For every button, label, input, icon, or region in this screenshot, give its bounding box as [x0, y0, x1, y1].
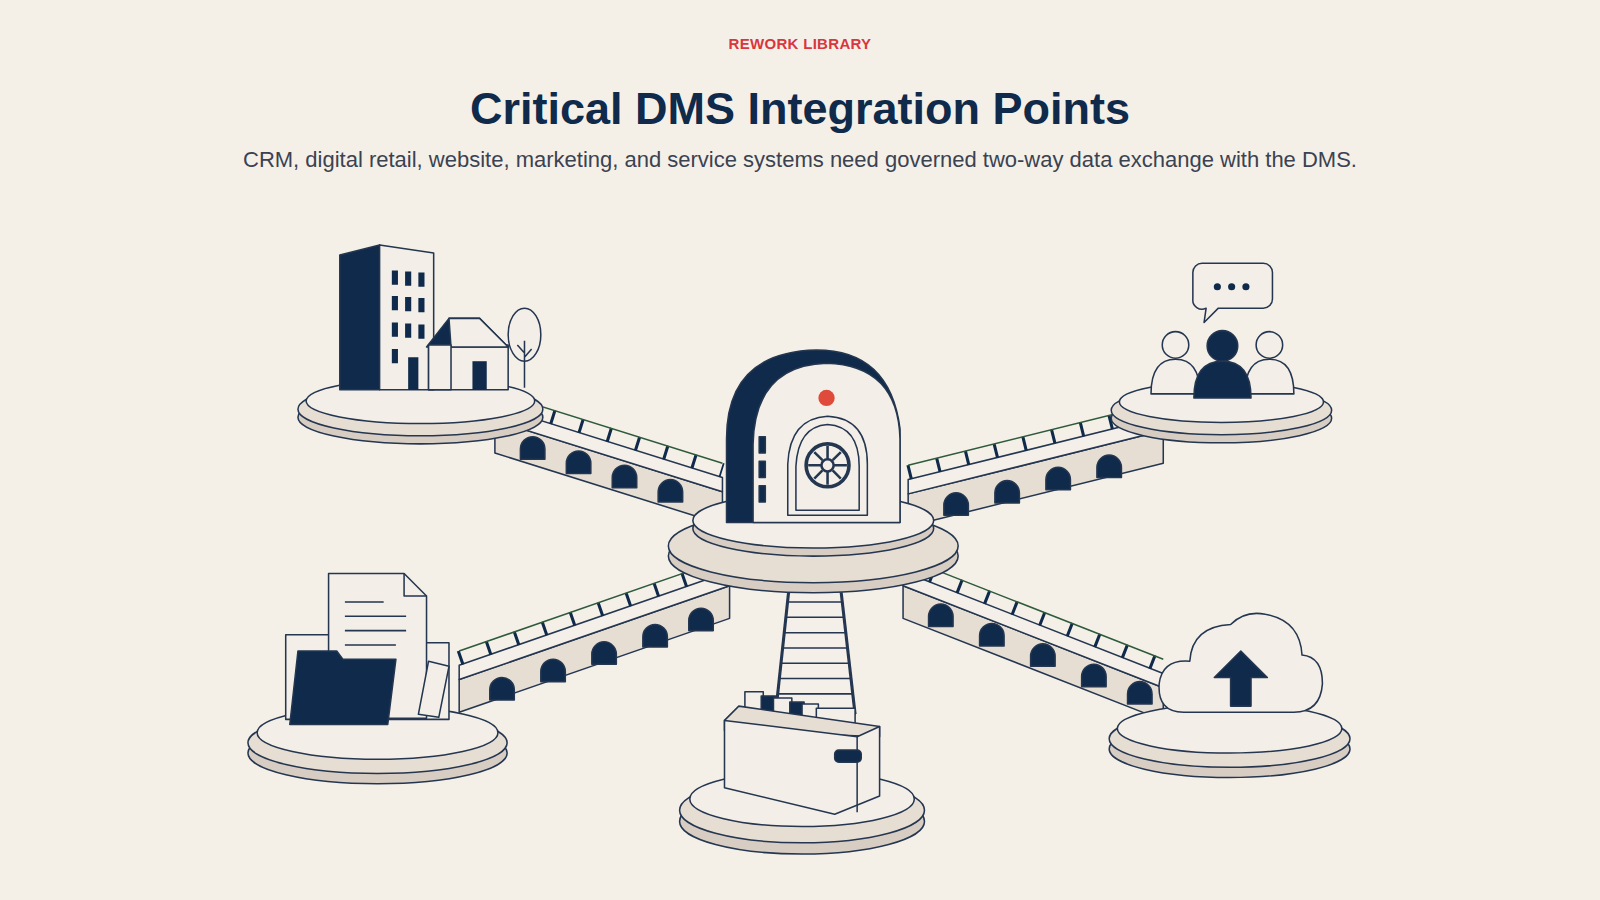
- bridge: [903, 557, 1163, 720]
- people-icon: [1151, 263, 1294, 398]
- bridge: [459, 557, 729, 712]
- diagram-title: Critical DMS Integration Points: [0, 82, 1600, 136]
- eyebrow-label: REWORK LIBRARY: [0, 34, 1600, 54]
- diagram-caption: CRM, digital retail, website, marketing,…: [240, 144, 1360, 176]
- folder-icon: [286, 573, 449, 724]
- platform: [1109, 704, 1350, 777]
- vault-icon: [727, 350, 900, 522]
- archive-box-icon: [724, 692, 879, 814]
- buildings-icon: [340, 245, 541, 390]
- cloud-upload-icon: [1159, 613, 1322, 712]
